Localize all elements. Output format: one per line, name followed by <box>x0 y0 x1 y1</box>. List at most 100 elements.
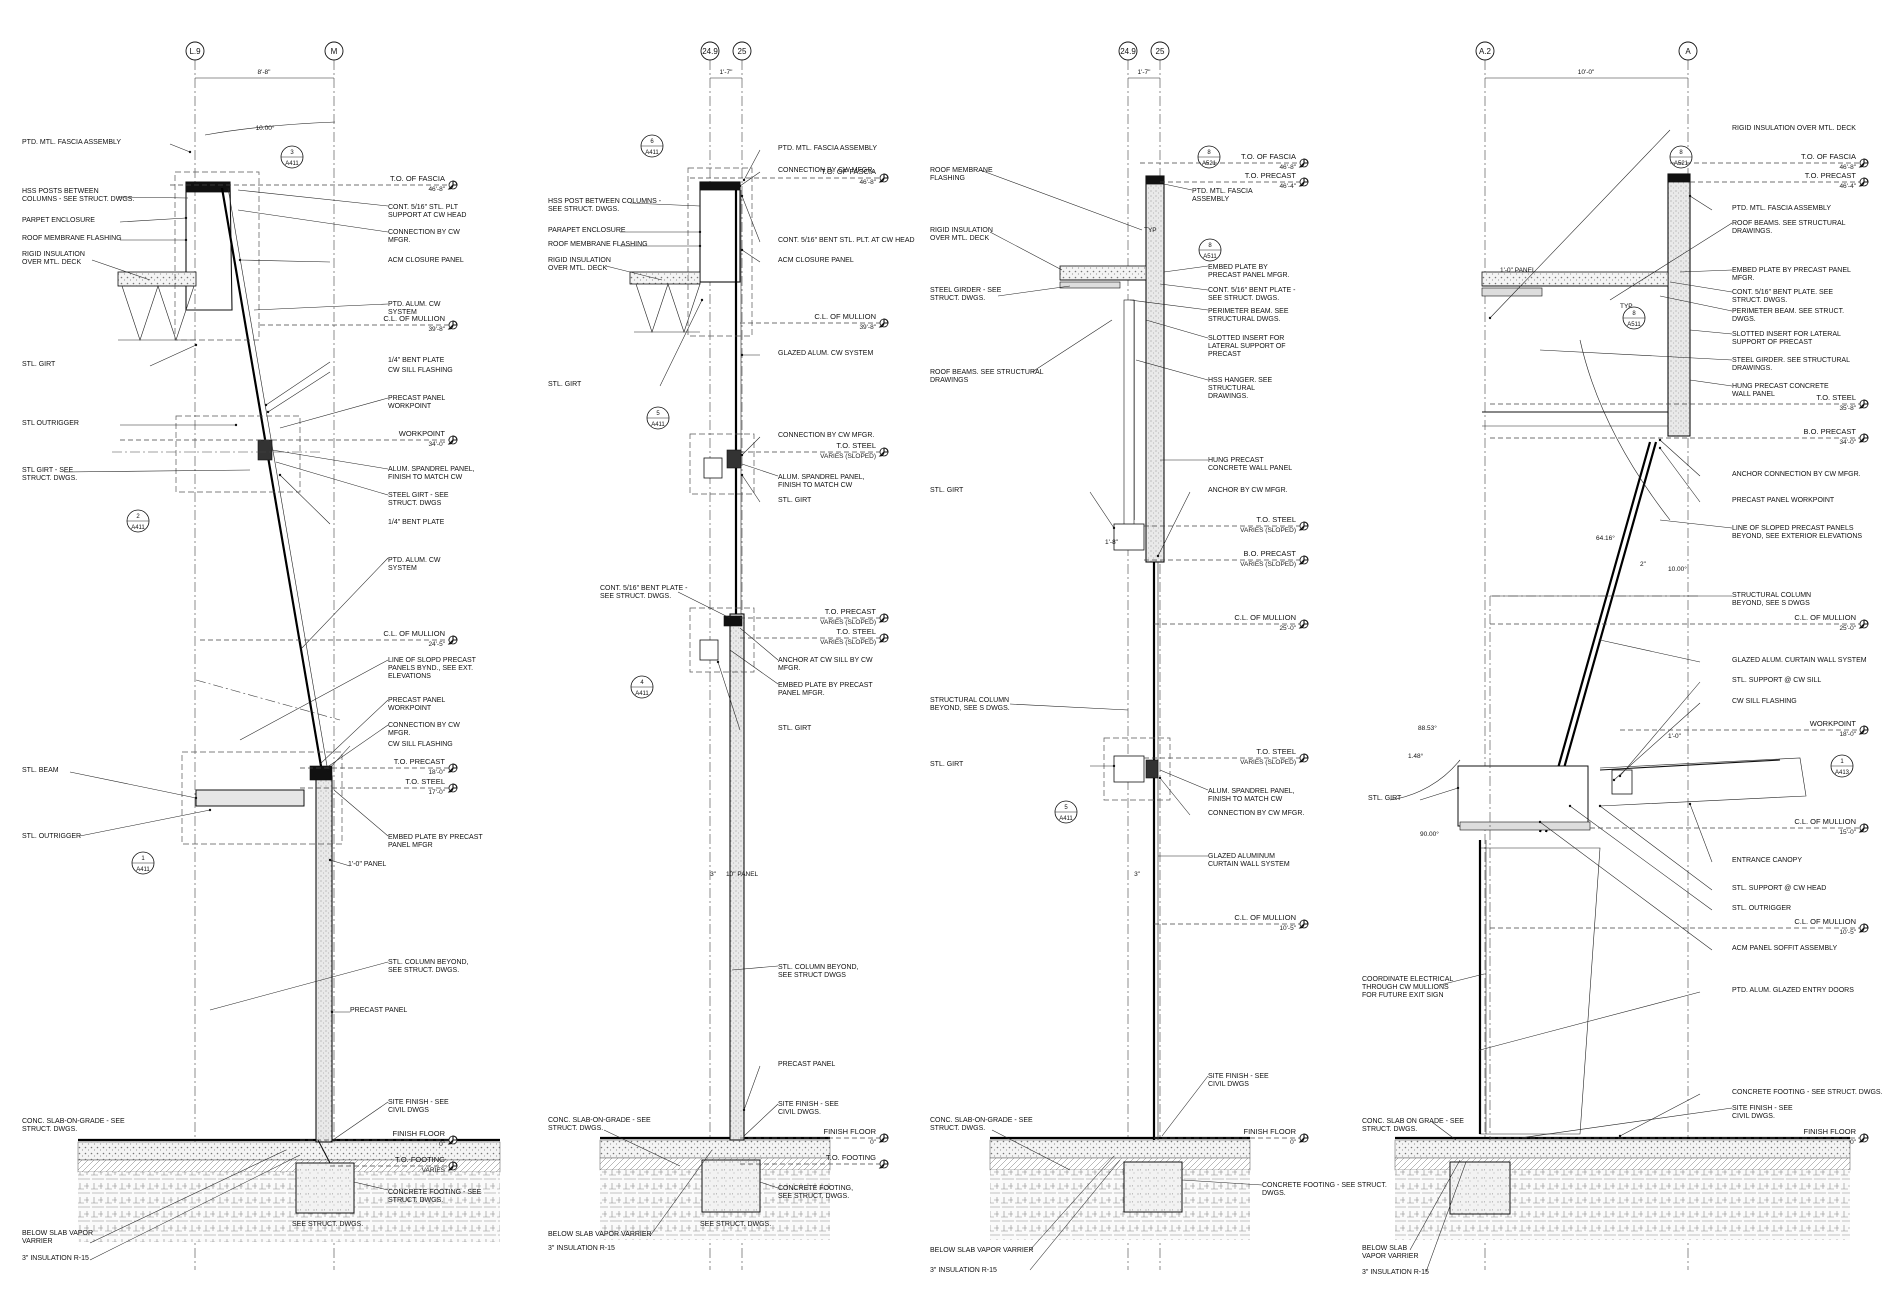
leader-line <box>299 557 389 651</box>
leader-line <box>1613 702 1701 781</box>
level-value: VARIES <box>422 1167 446 1174</box>
leader-line <box>1009 703 1129 711</box>
level-marker-fill <box>1303 158 1309 164</box>
level-name: C.L. OF MULLION <box>814 312 876 321</box>
leader-line <box>327 745 351 771</box>
note-label: 1'-0" PANEL <box>348 861 386 868</box>
note-label: STRUCTURAL DWGS. <box>1208 316 1281 323</box>
level-marker-fill <box>883 1159 889 1165</box>
dimension-text: 1'-8" <box>1105 539 1119 546</box>
note-label: STL. BEAM <box>22 767 59 774</box>
level-marker-fill <box>1863 177 1869 183</box>
acm-soffit <box>1459 821 1591 831</box>
note-label: VARRIER <box>22 1238 53 1245</box>
leader-line <box>603 1129 681 1167</box>
level-name: T.O. FOOTING <box>395 1155 445 1164</box>
note-label: STEEL GIRDER - SEE <box>930 287 1002 294</box>
leader-line <box>741 463 779 477</box>
note-label: LINE OF SLOPED PRECAST PANELS <box>1732 525 1854 532</box>
leader-line <box>1519 1107 1733 1139</box>
dimension-text: 3" <box>710 871 717 878</box>
section-callout-sheet: A411 <box>1059 816 1073 822</box>
level-name: C.L. OF MULLION <box>1234 913 1296 922</box>
insulation-fill <box>989 1157 1251 1171</box>
leader-line <box>759 1181 779 1189</box>
leader-line <box>1489 129 1671 319</box>
note-label: PERIMETER BEAM. SEE <box>1208 308 1289 315</box>
note-label: CONNECTION BY CW MFGR. <box>1208 810 1304 817</box>
gravel-fill <box>1394 1139 1851 1159</box>
leader-line <box>265 361 331 406</box>
level-marker-fill <box>1863 1133 1869 1139</box>
leader-dot <box>740 248 744 252</box>
level-value: 24'-5" <box>428 641 445 648</box>
level-marker-fill <box>878 321 885 328</box>
note-label: CONT. 5/16" BENT PLATE - <box>1208 287 1296 294</box>
note-label: BELOW SLAB VAPOR VARRIER <box>548 1231 652 1238</box>
leader-line <box>1089 491 1115 529</box>
note-label: HUNG PRECAST <box>1208 457 1264 464</box>
leader-dot <box>1612 778 1616 782</box>
embed-plate-block <box>699 639 719 661</box>
grid-label: A <box>1685 47 1691 56</box>
leader-line <box>279 397 389 429</box>
leader-dot <box>716 660 720 664</box>
note-label: STL. GIRT <box>1368 795 1402 802</box>
note-label: 1/4" BENT PLATE <box>388 357 445 364</box>
leader-dot <box>740 194 744 198</box>
level-name: C.L. OF MULLION <box>1794 917 1856 926</box>
level-marker-fill <box>1298 622 1305 629</box>
note-label: SEE STRUCT. DWGS. <box>388 967 459 974</box>
leader-line <box>89 1149 287 1244</box>
leader-line <box>677 591 731 619</box>
leader-line <box>91 259 151 281</box>
level-marker-fill <box>447 1164 454 1171</box>
note-label: PTD. ALUM. GLAZED ENTRY DOORS <box>1732 987 1854 994</box>
slope-line <box>195 679 341 721</box>
leader-dot <box>1618 1134 1622 1138</box>
level-marker-fill <box>1303 1133 1309 1139</box>
leader-dot <box>326 768 330 772</box>
gravel-fill <box>599 1139 831 1159</box>
leader-dot <box>1568 804 1572 808</box>
note-label: PARPET ENCLOSURE <box>22 217 95 224</box>
leader-line <box>731 965 779 971</box>
note-label: STRUCT. DWGS <box>388 500 442 507</box>
note-label: ALUM. SPANDREL PANEL, <box>778 474 865 481</box>
sloped-curtain-wall <box>220 187 324 773</box>
level-value: 10'-5" <box>1279 925 1296 932</box>
section-callout-number: 2 <box>136 514 140 520</box>
level-marker-fill <box>1303 753 1309 759</box>
note-label: STEEL GIRT - SEE <box>388 492 449 499</box>
note-label: CW SILL FLASHING <box>388 367 453 374</box>
leader-line <box>1689 329 1733 335</box>
leader-line <box>1619 681 1701 777</box>
note-label: PTD. MTL. FASCIA ASSEMBLY <box>778 145 877 152</box>
note-label: CONT. 5/16" BENT STL. PLT. AT CW HEAD <box>778 237 915 244</box>
note-label: CONT. 5/16" BENT PLATE - <box>600 585 688 592</box>
note-label: CIVIL DWGS <box>1208 1081 1249 1088</box>
note-label: CW SILL FLASHING <box>1732 698 1797 705</box>
detail-callout-box <box>689 433 755 495</box>
level-marker-fill <box>883 613 889 619</box>
note-label: STRUCT. DWGS. <box>548 1125 603 1132</box>
note-label: OVER MTL. DECK <box>930 235 989 242</box>
leader-line <box>209 961 389 1011</box>
note-label: OVER MTL. DECK <box>22 259 81 266</box>
note-label: PTD. MTL. FASCIA ASSEMBLY <box>22 139 121 146</box>
note-label: ACM PANEL SOFFIT ASSEMBLY <box>1732 945 1837 952</box>
note-label: 3" INSULATION R-15 <box>548 1245 615 1252</box>
leader-line <box>1029 1155 1115 1251</box>
note-label: WORKPOINT <box>388 403 432 410</box>
concrete-footing <box>701 1159 761 1213</box>
fascia-cap <box>1667 173 1691 183</box>
note-label: CONCRETE FOOTING, <box>778 1185 853 1192</box>
level-marker-fill <box>1858 180 1865 187</box>
level-marker-fill <box>1858 161 1865 168</box>
note-label: DRAWINGS. <box>1732 228 1772 235</box>
leader-line <box>659 299 703 387</box>
leader-line <box>729 649 779 685</box>
leader-line <box>1159 283 1209 291</box>
level-name: T.O. STEEL <box>1256 515 1296 524</box>
level-marker-fill <box>878 636 885 643</box>
